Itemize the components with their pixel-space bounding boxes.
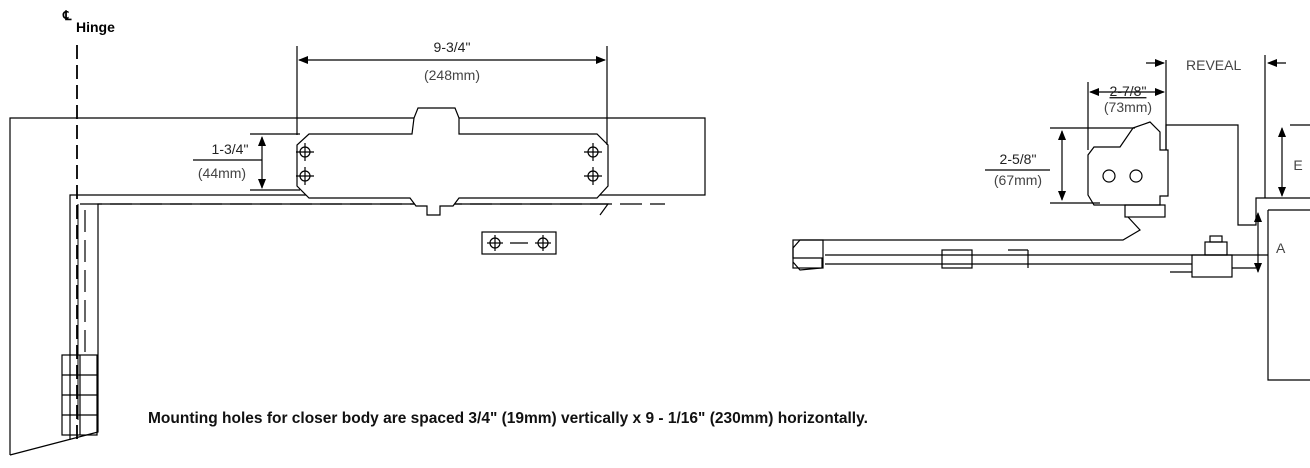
height-mm-label: (44mm) — [198, 165, 246, 181]
arm-shoe-template — [481, 231, 557, 255]
side-height-dimension — [985, 127, 1135, 204]
a-label: A — [1276, 240, 1286, 256]
top-view — [9, 45, 706, 456]
frame-header — [9, 117, 706, 455]
e-label: E — [1293, 157, 1302, 173]
side-view — [792, 55, 1310, 381]
mounting-holes-body — [296, 143, 602, 185]
hinge-cl-mark: ℄ — [62, 8, 72, 23]
width-dimension — [296, 46, 608, 145]
height-in-label: 1-3/4" — [212, 141, 249, 157]
side-width-mm-label: (73mm) — [1104, 99, 1152, 115]
side-height-in-label: 2-5/8" — [1000, 151, 1037, 167]
closer-body-side — [1087, 121, 1169, 218]
mounting-caption: Mounting holes for closer body are space… — [148, 410, 868, 427]
side-width-dimension — [1087, 82, 1165, 150]
width-in-label: 9-3/4" — [434, 39, 471, 55]
side-height-mm-label: (67mm) — [994, 172, 1042, 188]
closer-arm — [792, 216, 1268, 278]
closer-body-plate — [296, 107, 609, 216]
reveal-label: REVEAL — [1186, 57, 1241, 73]
width-mm-label: (248mm) — [424, 67, 480, 83]
hinge-block — [61, 354, 98, 436]
hinge-label: Hinge — [76, 19, 115, 35]
height-dimension — [193, 133, 300, 191]
side-width-in-label: 2-7/8" — [1110, 83, 1147, 99]
